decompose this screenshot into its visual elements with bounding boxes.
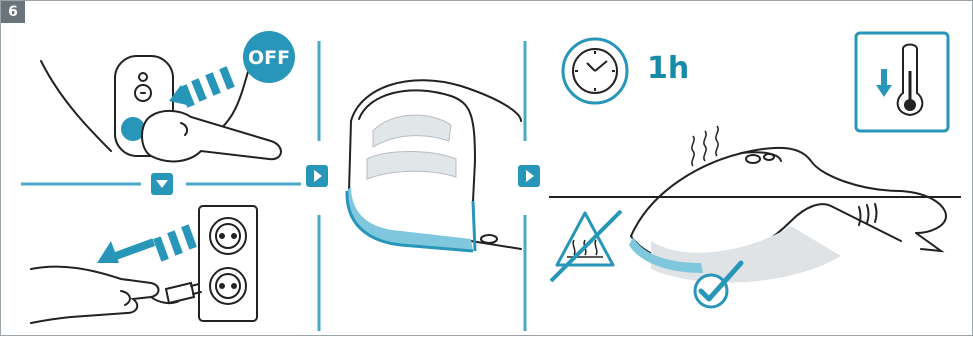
- next-step-icon: [306, 165, 328, 187]
- soleplate-highlight: [347, 186, 475, 251]
- duration-label: 1h: [647, 51, 689, 86]
- off-label: OFF: [248, 47, 290, 69]
- clock-icon: [563, 39, 627, 103]
- steam-holes: [367, 115, 456, 179]
- next-step-icon: [518, 165, 540, 187]
- arrow-icon: [169, 66, 235, 107]
- panel-dividers: [21, 41, 525, 331]
- shadow: [651, 226, 841, 283]
- thermometer-down-icon: [856, 33, 948, 131]
- chevron-down-icon: [151, 173, 173, 195]
- steam-icon: [692, 126, 718, 166]
- arrow-icon: [97, 224, 197, 263]
- hand-unplugging: [31, 267, 201, 323]
- hot-surface-warning-icon: [551, 211, 621, 281]
- power-button-icon: OFF: [243, 31, 295, 83]
- hand-pressing-power-button: [41, 56, 281, 161]
- socket-icon: [199, 206, 257, 321]
